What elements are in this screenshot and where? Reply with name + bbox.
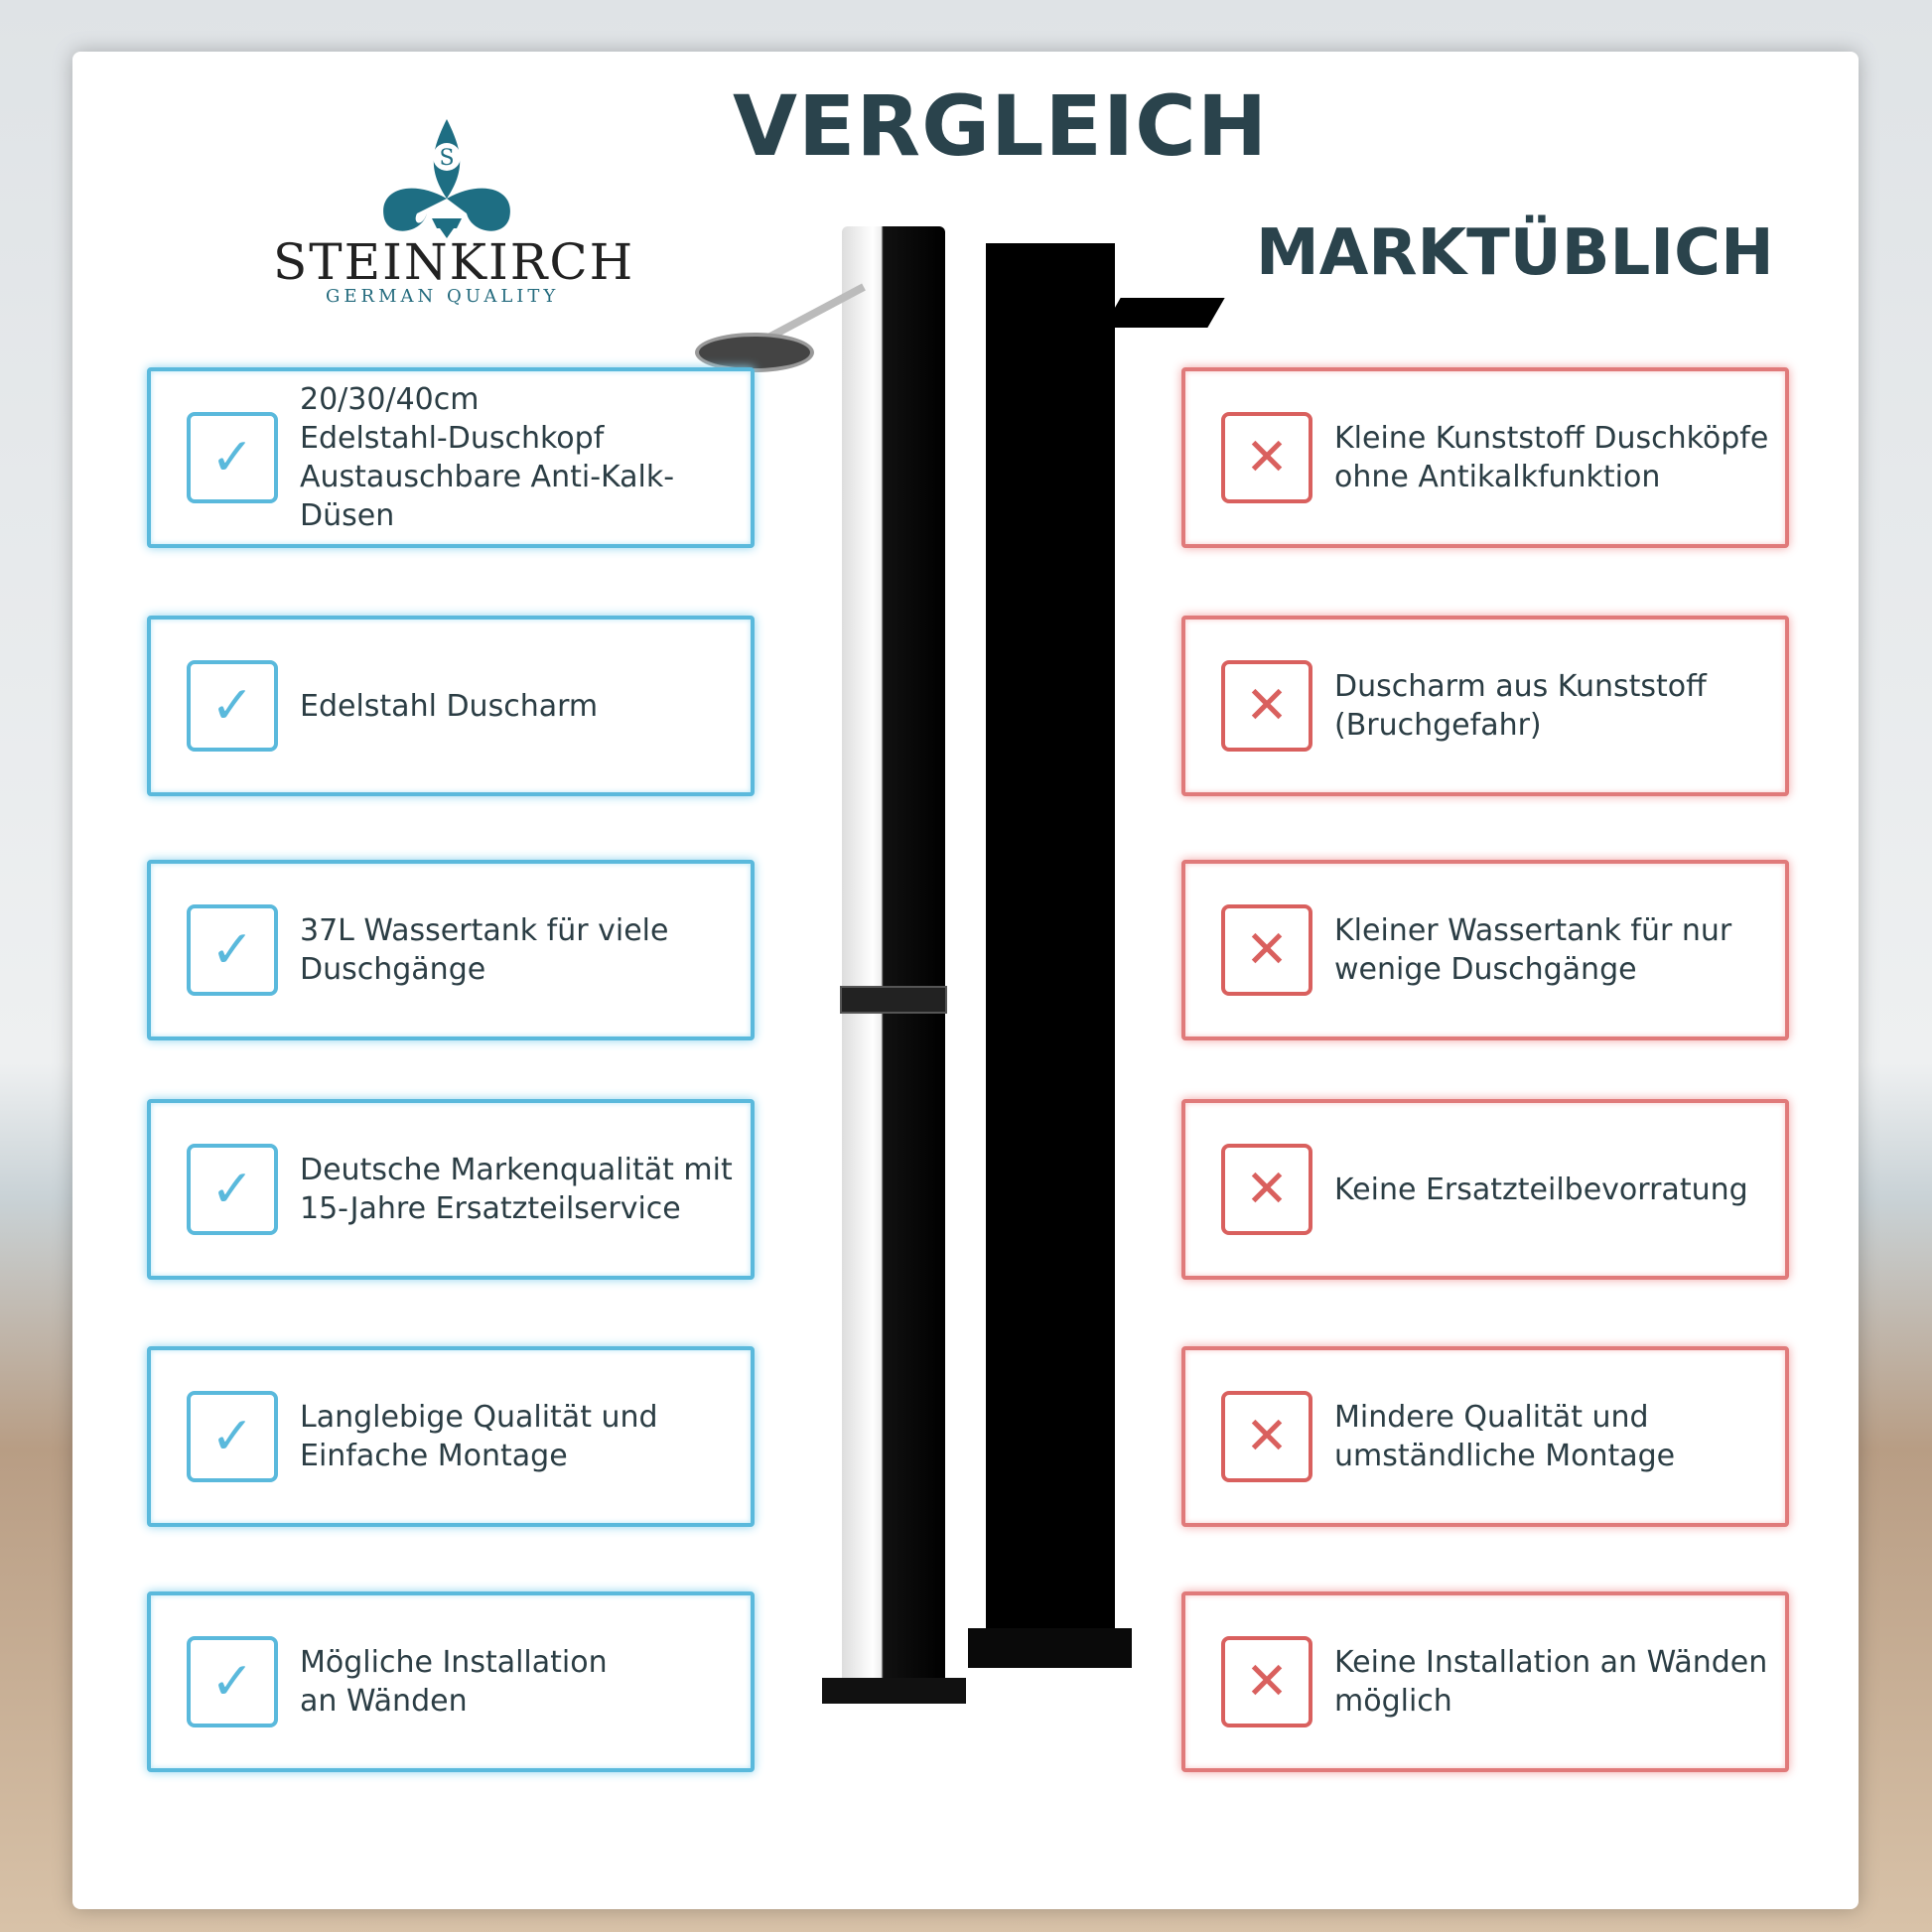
item-text: Deutsche Markenqualität mit 15-Jahre Ers…	[300, 1153, 733, 1226]
advantage-item: ✓20/30/40cm Edelstahl-Duschkopf Austausc…	[147, 367, 755, 548]
competitor-heading: MARKTÜBLICH	[1256, 216, 1774, 290]
item-text: 37L Wassertank für viele Duschgänge	[300, 913, 669, 987]
advantage-item: ✓ Deutsche Markenqualität mit 15-Jahre Er…	[147, 1099, 755, 1280]
checkmark-icon: ✓	[187, 1391, 278, 1482]
cross-icon: ✕	[1221, 904, 1312, 996]
shower-head-icon	[695, 333, 814, 372]
item-text: Edelstahl Duscharm	[300, 688, 599, 724]
brand-name: STEINKIRCH	[273, 233, 635, 291]
cross-icon: ✕	[1221, 412, 1312, 503]
cross-icon: ✕	[1221, 1391, 1312, 1482]
item-text: 20/30/40cm Edelstahl-Duschkopf Austausch…	[300, 382, 675, 533]
disadvantage-item: ✕ Duscharm aus Kunststoff (Bruchgefahr)	[1181, 616, 1789, 796]
checkmark-icon: ✓	[187, 660, 278, 752]
checkmark-icon: ✓	[187, 904, 278, 996]
cross-icon: ✕	[1221, 1636, 1312, 1727]
steinkirch-shower-pole	[842, 226, 945, 1686]
disadvantage-item: ✕ Kleine Kunststoff Duschköpfe ohne Antik…	[1181, 367, 1789, 548]
advantage-item: ✓ Langlebige Qualität und Einfache Montag…	[147, 1346, 755, 1527]
disadvantage-item: ✕ Mindere Qualität und umständliche Monta…	[1181, 1346, 1789, 1527]
disadvantage-item: ✕ Keine Installation an Wänden möglich	[1181, 1591, 1789, 1772]
fleur-de-lis-logo-icon: S	[383, 119, 510, 238]
brand-tagline: GERMAN QUALITY	[326, 286, 560, 307]
item-text: Mögliche Installation an Wänden	[300, 1645, 608, 1719]
generic-shower-base	[968, 1628, 1132, 1668]
advantage-item: ✓ Edelstahl Duscharm	[147, 616, 755, 796]
item-text: Duscharm aus Kunststoff (Bruchgefahr)	[1334, 669, 1707, 743]
checkmark-icon: ✓	[187, 1144, 278, 1235]
item-text: Langlebige Qualität und Einfache Montage	[300, 1400, 658, 1473]
advantage-item: ✓ Mögliche Installation an Wänden	[147, 1591, 755, 1772]
item-text: Mindere Qualität und umständliche Montag…	[1334, 1400, 1676, 1473]
checkmark-icon: ✓	[187, 412, 278, 503]
cross-icon: ✕	[1221, 660, 1312, 752]
page-title: VERGLEICH	[733, 77, 1269, 175]
shower-base	[822, 1678, 966, 1704]
advantage-item: ✓ 37L Wassertank für viele Duschgänge	[147, 860, 755, 1040]
disadvantage-item: ✕ Kleiner Wassertank für nur wenige Dusch…	[1181, 860, 1789, 1040]
checkmark-icon: ✓	[187, 1636, 278, 1727]
shower-band	[840, 986, 947, 1014]
generic-shower-head	[1103, 298, 1225, 328]
item-text: Keine Ersatzteilbevorratung	[1334, 1172, 1748, 1207]
generic-shower-pole	[986, 243, 1115, 1653]
cross-icon: ✕	[1221, 1144, 1312, 1235]
item-text: Kleine Kunststoff Duschköpfe ohne Antika…	[1334, 421, 1769, 494]
item-text: Keine Installation an Wänden möglich	[1334, 1645, 1768, 1719]
svg-text:S: S	[439, 146, 454, 171]
item-text: Kleiner Wassertank für nur wenige Duschg…	[1334, 913, 1732, 987]
disadvantage-item: ✕ Keine Ersatzteilbevorratung	[1181, 1099, 1789, 1280]
